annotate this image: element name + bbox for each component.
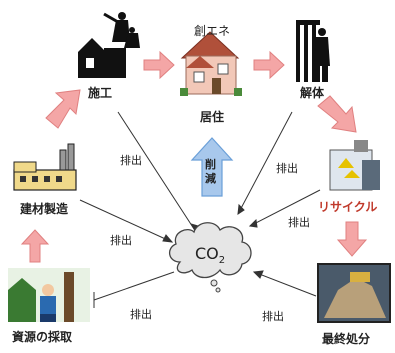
construction-illustration: [78, 12, 140, 78]
arrow-demolition-to-recycle: [317, 95, 357, 133]
emission-label-disposal: 排出: [262, 310, 284, 323]
living-label: 居住: [200, 110, 225, 124]
emission-label-manufacturing: 排出: [110, 234, 132, 247]
emission-line-demolition: [237, 111, 293, 215]
disposal-illustration: [317, 263, 391, 323]
arrow-living-to-demolition: [253, 50, 285, 80]
emission-line-construction: [117, 111, 197, 233]
forest-illustration: [8, 268, 90, 322]
factory-illustration: [13, 143, 77, 191]
emission-label-resource: 排出: [130, 308, 152, 321]
resource-extraction-label: 資源の採取: [12, 330, 73, 344]
recycle-illustration: [329, 140, 380, 191]
demolition-illustration: [296, 20, 330, 82]
recycle-label: リサイクル: [318, 200, 378, 214]
emission-label-demolition: 排出: [276, 162, 298, 175]
co2-subscript: 2: [218, 255, 226, 267]
emission-label-recycle: 排出: [288, 216, 310, 229]
flow-arrows: [20, 50, 368, 263]
energy-creation-label: 創エネ: [194, 24, 231, 38]
reduction-arrow: [190, 137, 234, 197]
emission-line-disposal: [253, 271, 317, 297]
emission-lines: [79, 111, 321, 308]
demolition-label: 解体: [300, 86, 325, 100]
final-disposal-label: 最終処分: [322, 332, 371, 346]
emission-label-construction: 排出: [120, 154, 142, 167]
material-manufacturing-label: 建材製造: [20, 202, 69, 216]
arrow-manufacturing-to-construction: [45, 89, 81, 129]
arrow-construction-to-living: [143, 50, 175, 80]
co2-cloud: [169, 222, 252, 293]
co2-text: CO2: [195, 244, 225, 266]
construction-label: 施工: [88, 86, 113, 100]
house-illustration: [180, 31, 242, 96]
arrow-resource-to-manufacturing: [20, 229, 50, 263]
emission-line-recycle: [249, 189, 321, 227]
reduction-label: 削減: [205, 158, 216, 185]
emission-line-resource: [93, 271, 175, 301]
arrow-recycle-to-disposal: [336, 221, 368, 257]
emission-line-manufacturing: [79, 199, 173, 243]
co2-main: CO: [195, 244, 219, 263]
